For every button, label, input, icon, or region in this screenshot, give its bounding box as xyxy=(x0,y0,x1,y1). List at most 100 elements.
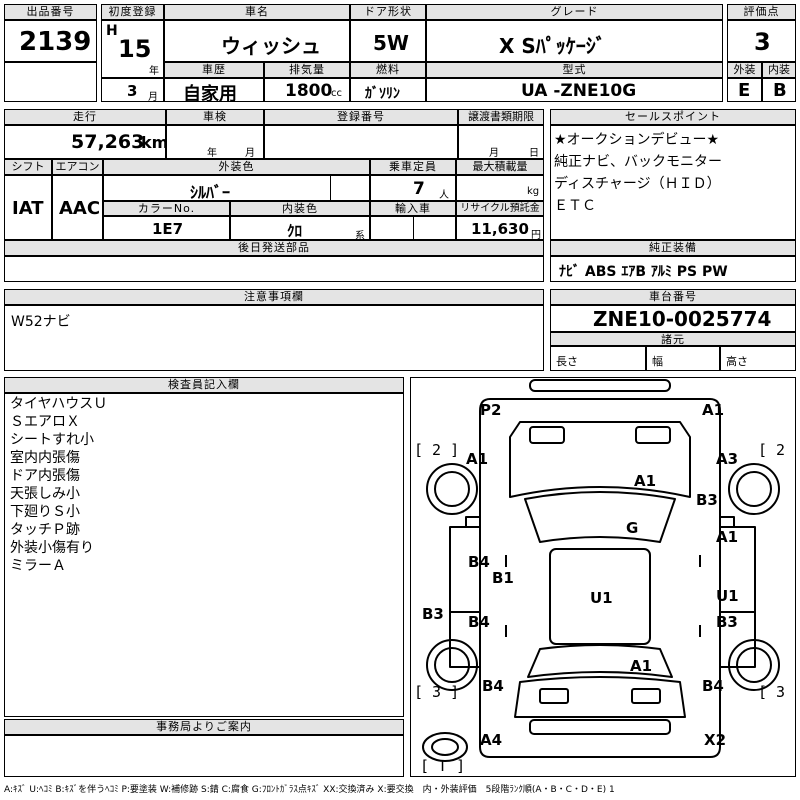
inspector-line: タイヤハウスＵ xyxy=(10,396,108,412)
damage-code-a1: A1 xyxy=(716,528,738,546)
wheel-front-right xyxy=(728,463,780,515)
right-rear-door xyxy=(719,611,756,668)
displacement: 1800 xyxy=(285,81,333,101)
recycle-fee-header: リサイクル預託金 xyxy=(456,201,544,216)
later-parts-cell xyxy=(4,256,544,282)
capacity-unit: 人 xyxy=(439,190,449,201)
wheel-front-right-inner xyxy=(736,471,772,507)
damage-code-b3: B3 xyxy=(422,605,444,623)
length-cell: 長さ xyxy=(550,346,646,371)
grade-header: グレード xyxy=(426,4,723,20)
mileage-header: 走行 xyxy=(4,109,166,125)
rear-bumper xyxy=(529,719,671,735)
door-type-header: ドア形状 xyxy=(350,4,426,20)
bracket-left-bottom: [ 3 ] xyxy=(414,683,459,701)
damage-code-b4: B4 xyxy=(702,677,724,695)
lot-number: 2139 xyxy=(19,27,92,57)
exterior-grade-header: 外装 xyxy=(727,62,762,78)
aircon-cell: AAC xyxy=(52,175,103,240)
width-label: 幅 xyxy=(652,355,663,368)
aircon-header: エアコン xyxy=(52,159,103,175)
taillight-right xyxy=(631,688,661,704)
damage-code-p2: P2 xyxy=(480,401,501,419)
month-unit: 月 xyxy=(148,92,158,102)
damage-code-x2: X2 xyxy=(704,731,726,749)
inspector-line: ミラーＡ xyxy=(10,558,66,574)
damage-code-b3: B3 xyxy=(696,491,718,509)
interior-grade: B xyxy=(773,80,787,101)
registration-year: 15 xyxy=(118,35,152,63)
shift-header: シフト xyxy=(4,159,52,175)
wheel-rear-right-inner xyxy=(736,647,772,683)
damage-code-a3: A3 xyxy=(716,450,738,468)
wheel-front-left xyxy=(426,463,478,515)
notes-cell: W52ナビ xyxy=(4,305,544,371)
exterior-color-header: 外装色 xyxy=(103,159,370,175)
wheel-rear-left xyxy=(426,639,478,691)
damage-code-a1: A1 xyxy=(466,450,488,468)
max-load-header: 最大積載量 xyxy=(456,159,544,175)
spare-tire-inner xyxy=(431,738,459,756)
exterior-color-divider xyxy=(330,176,331,200)
front-bumper xyxy=(529,379,671,392)
grade: X Sﾊﾟｯｹｰｼﾞ xyxy=(499,34,606,58)
lot-number-header: 出品番号 xyxy=(4,4,97,20)
capacity-header: 乗車定員 xyxy=(370,159,456,175)
windshield xyxy=(524,491,676,543)
inspector-line: 下廻りＳ小 xyxy=(10,504,80,520)
bracket-right-top: [ 2 ] xyxy=(758,441,796,459)
sales-point-header: セールスポイント xyxy=(550,109,796,125)
color-number-cell: 1E7 xyxy=(103,216,230,240)
lot-number-cell: 2139 xyxy=(4,20,97,62)
color-number-header: カラーNo. xyxy=(103,201,230,216)
damage-code-b4: B4 xyxy=(482,677,504,695)
sales-point-line: ディスチャージ（ＨＩＤ） xyxy=(554,176,721,192)
displacement-unit: cc xyxy=(331,88,342,99)
transfer-deadline-cell: 月 日 xyxy=(458,125,544,159)
fuel: ｶﾞｿﾘﾝ xyxy=(365,86,400,102)
inspector-notes: タイヤハウスＵ ＳエアロＸ シートすれ小 室内内張傷 ドア内張傷 天張しみ小 下… xyxy=(4,393,404,717)
interior-grade-header: 内装 xyxy=(762,62,796,78)
exterior-color: ｼﾙﾊﾞｰ xyxy=(190,183,231,201)
inspector-line: ドア内張傷 xyxy=(10,468,80,484)
first-registration-month-cell: 3 月 xyxy=(101,78,164,102)
damage-code-b1: B1 xyxy=(492,569,514,587)
recycle-fee: 11,630 xyxy=(471,220,529,238)
door-type: 5W xyxy=(373,31,409,55)
later-parts-header: 後日発送部品 xyxy=(4,240,544,256)
equipment: ﾅﾋﾞ ABS ｴｱB ｱﾙﾐ PS PW xyxy=(559,264,728,280)
mirror-right xyxy=(719,516,735,528)
mirror-left xyxy=(465,516,481,528)
import-header: 輸入車 xyxy=(370,201,456,216)
spare-tire xyxy=(422,732,468,762)
first-registration-header: 初度登録 xyxy=(101,4,164,20)
score: 3 xyxy=(754,28,771,56)
dimensions-header: 諸元 xyxy=(550,332,796,346)
import-cell xyxy=(370,216,456,240)
inspector-line: 外装小傷有り xyxy=(10,540,94,556)
damage-code-b4: B4 xyxy=(468,613,490,631)
car-diagram-panel xyxy=(410,377,796,777)
bracket-right-bottom: [ 3 ] xyxy=(758,683,796,701)
displacement-header: 排気量 xyxy=(264,62,350,78)
damage-code-a4: A4 xyxy=(480,731,502,749)
car-name-header: 車名 xyxy=(164,4,350,20)
equipment-cell: ﾅﾋﾞ ABS ｴｱB ｱﾙﾐ PS PW xyxy=(550,256,796,282)
first-registration-year-cell: H 15 年 xyxy=(101,20,164,78)
inspector-header: 検査員記入欄 xyxy=(4,377,404,393)
aircon: AAC xyxy=(59,198,101,219)
registration-number-cell xyxy=(264,125,458,159)
transfer-month-unit: 月 xyxy=(489,148,499,159)
transfer-deadline-header: 譲渡書類期限 xyxy=(458,109,544,125)
score-header: 評価点 xyxy=(727,4,796,20)
inspector-line: 室内内張傷 xyxy=(10,450,80,466)
bracket-bottom: [ T ] xyxy=(420,757,465,775)
door-type-cell: 5W xyxy=(350,20,426,62)
model-cell: UA -ZNE10G xyxy=(426,78,723,102)
wheel-front-left-inner xyxy=(434,471,470,507)
chassis-number: ZNE10-0025774 xyxy=(593,307,772,331)
recycle-fee-cell: 11,630 円 xyxy=(456,216,544,240)
taillight-left xyxy=(539,688,569,704)
chassis-number-cell: ZNE10-0025774 xyxy=(550,305,796,332)
interior-color-cell: ｸﾛ 系 xyxy=(230,216,370,240)
